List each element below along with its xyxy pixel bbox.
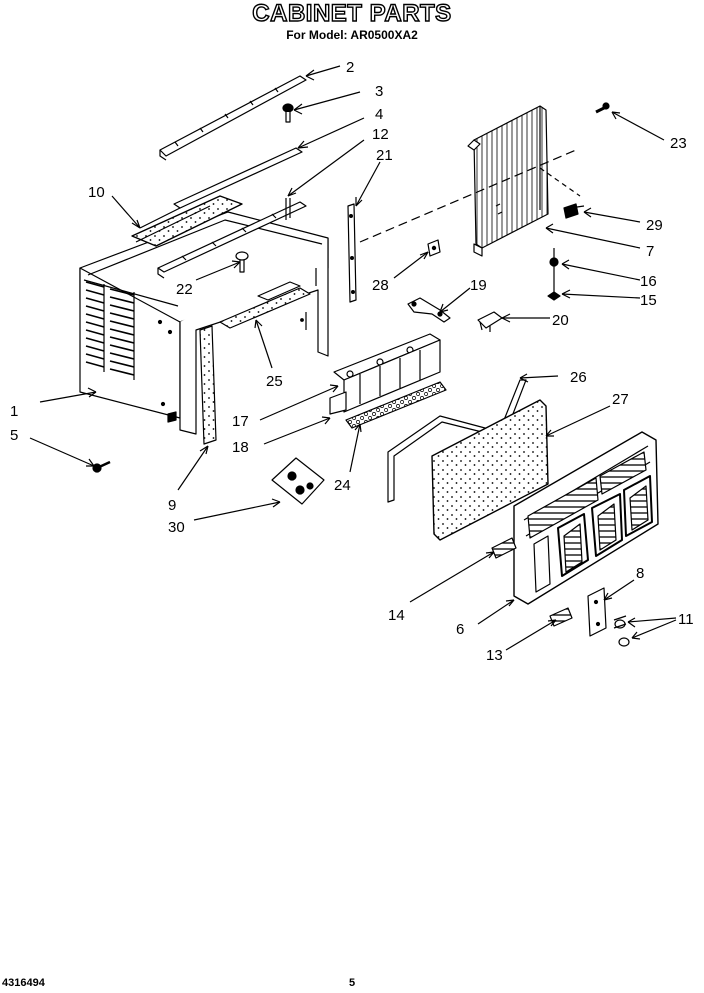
model-subtitle: For Model: AR0500XA2 — [286, 28, 418, 42]
page-number: 5 — [349, 977, 356, 989]
callout-15: 15 — [640, 292, 657, 309]
callout-26: 26 — [570, 369, 587, 386]
strip-part-21 — [347, 203, 357, 303]
callout-1: 1 — [10, 403, 18, 420]
clip-part-29 — [563, 203, 585, 219]
foam-strip-part-24 — [345, 381, 447, 429]
screw-part-23 — [595, 102, 610, 114]
callout-13: 13 — [486, 647, 503, 664]
clip-part-28 — [427, 239, 441, 257]
callout-16: 16 — [640, 273, 657, 290]
callout-11: 11 — [678, 611, 694, 628]
washer-part-16 — [549, 248, 559, 300]
callout-24: 24 — [334, 477, 351, 494]
control-bracket-part-18 — [329, 339, 441, 415]
bracket-part-25 — [219, 281, 311, 329]
callout-20: 20 — [552, 312, 569, 329]
callout-30: 30 — [168, 519, 185, 536]
callout-18: 18 — [232, 439, 249, 456]
callout-12: 12 — [372, 126, 389, 143]
callout-23: 23 — [670, 135, 687, 152]
top-rail-part-12 — [157, 198, 307, 279]
page-title: CABINET PARTS — [252, 0, 452, 28]
top-grille-part-10 — [131, 189, 243, 247]
top-rail-part-4 — [173, 147, 303, 209]
bracket-part-30 — [271, 457, 325, 505]
callout-6: 6 — [456, 621, 464, 638]
clip-part-14 — [491, 537, 517, 559]
callout-7: 7 — [646, 243, 654, 260]
callout-10: 10 — [88, 184, 105, 201]
front-panel-part-6 — [513, 431, 659, 605]
callout-21: 21 — [376, 147, 393, 164]
screw-part-5 — [92, 460, 111, 473]
plate-part-8 — [587, 587, 607, 637]
callout-3: 3 — [375, 83, 383, 100]
plug-part-22 — [235, 251, 249, 273]
callout-17: 17 — [232, 413, 249, 430]
screw-part-3 — [282, 103, 294, 123]
callout-29: 29 — [646, 217, 663, 234]
callout-2: 2 — [346, 59, 354, 76]
callout-9: 9 — [168, 497, 176, 514]
callout-8: 8 — [636, 565, 644, 582]
callout-4: 4 — [375, 106, 383, 123]
callout-5: 5 — [10, 427, 18, 444]
rear-coil-part-7 — [467, 105, 549, 257]
top-rail-part-2 — [159, 75, 307, 161]
callout-14: 14 — [388, 607, 405, 624]
callout-28: 28 — [372, 277, 389, 294]
switch-part-20 — [477, 311, 503, 332]
lever-part-19 — [407, 297, 451, 323]
nut-part-15 — [547, 291, 561, 301]
filter-part-27 — [431, 399, 549, 541]
callout-19: 19 — [470, 277, 487, 294]
callout-25: 25 — [266, 373, 283, 390]
side-strip-part-9 — [199, 325, 217, 445]
callout-27: 27 — [612, 391, 629, 408]
document-number: 4316494 — [2, 977, 45, 989]
callout-22: 22 — [176, 281, 193, 298]
knob-part-11 — [613, 615, 630, 647]
